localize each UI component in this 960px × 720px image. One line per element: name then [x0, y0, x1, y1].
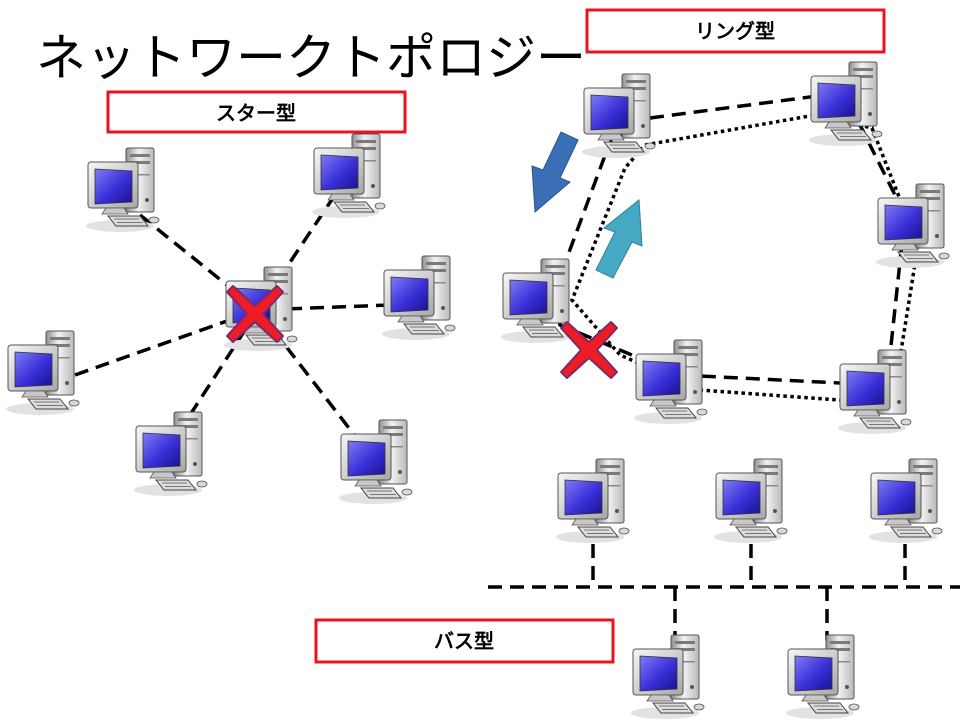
computer-icon [581, 73, 656, 159]
computer-icon [630, 634, 705, 720]
computer-icon [555, 458, 630, 544]
star-topology: スター型 [5, 90, 456, 505]
flow-arrow-up-icon [595, 199, 643, 279]
bus-topology: バス型 [314, 458, 960, 720]
computer-icon [133, 411, 208, 497]
diagram-title: ネットワークトポロジー [36, 29, 586, 87]
bus-label-box [314, 618, 615, 664]
computer-icon [311, 133, 386, 219]
ring-label: リング型 [695, 19, 775, 43]
star-link [138, 213, 260, 312]
computer-icon [713, 458, 788, 544]
bus-label: バス型 [434, 629, 494, 653]
computer-icon [633, 339, 708, 425]
computer-icon [5, 330, 80, 416]
flow-arrow-down-icon [531, 131, 579, 214]
ring-topology: リング型 [500, 8, 950, 435]
red-x-failure-icon [560, 321, 618, 379]
computer-icon [338, 419, 413, 505]
computer-icon [785, 634, 860, 720]
computer-icon [808, 61, 883, 147]
computer-icon [381, 255, 456, 341]
star-label: スター型 [216, 101, 296, 125]
computer-icon [875, 183, 950, 269]
computer-icon [837, 349, 912, 435]
ring-label-box [585, 8, 886, 54]
computer-icon [868, 458, 943, 544]
star-label-box [106, 90, 407, 134]
